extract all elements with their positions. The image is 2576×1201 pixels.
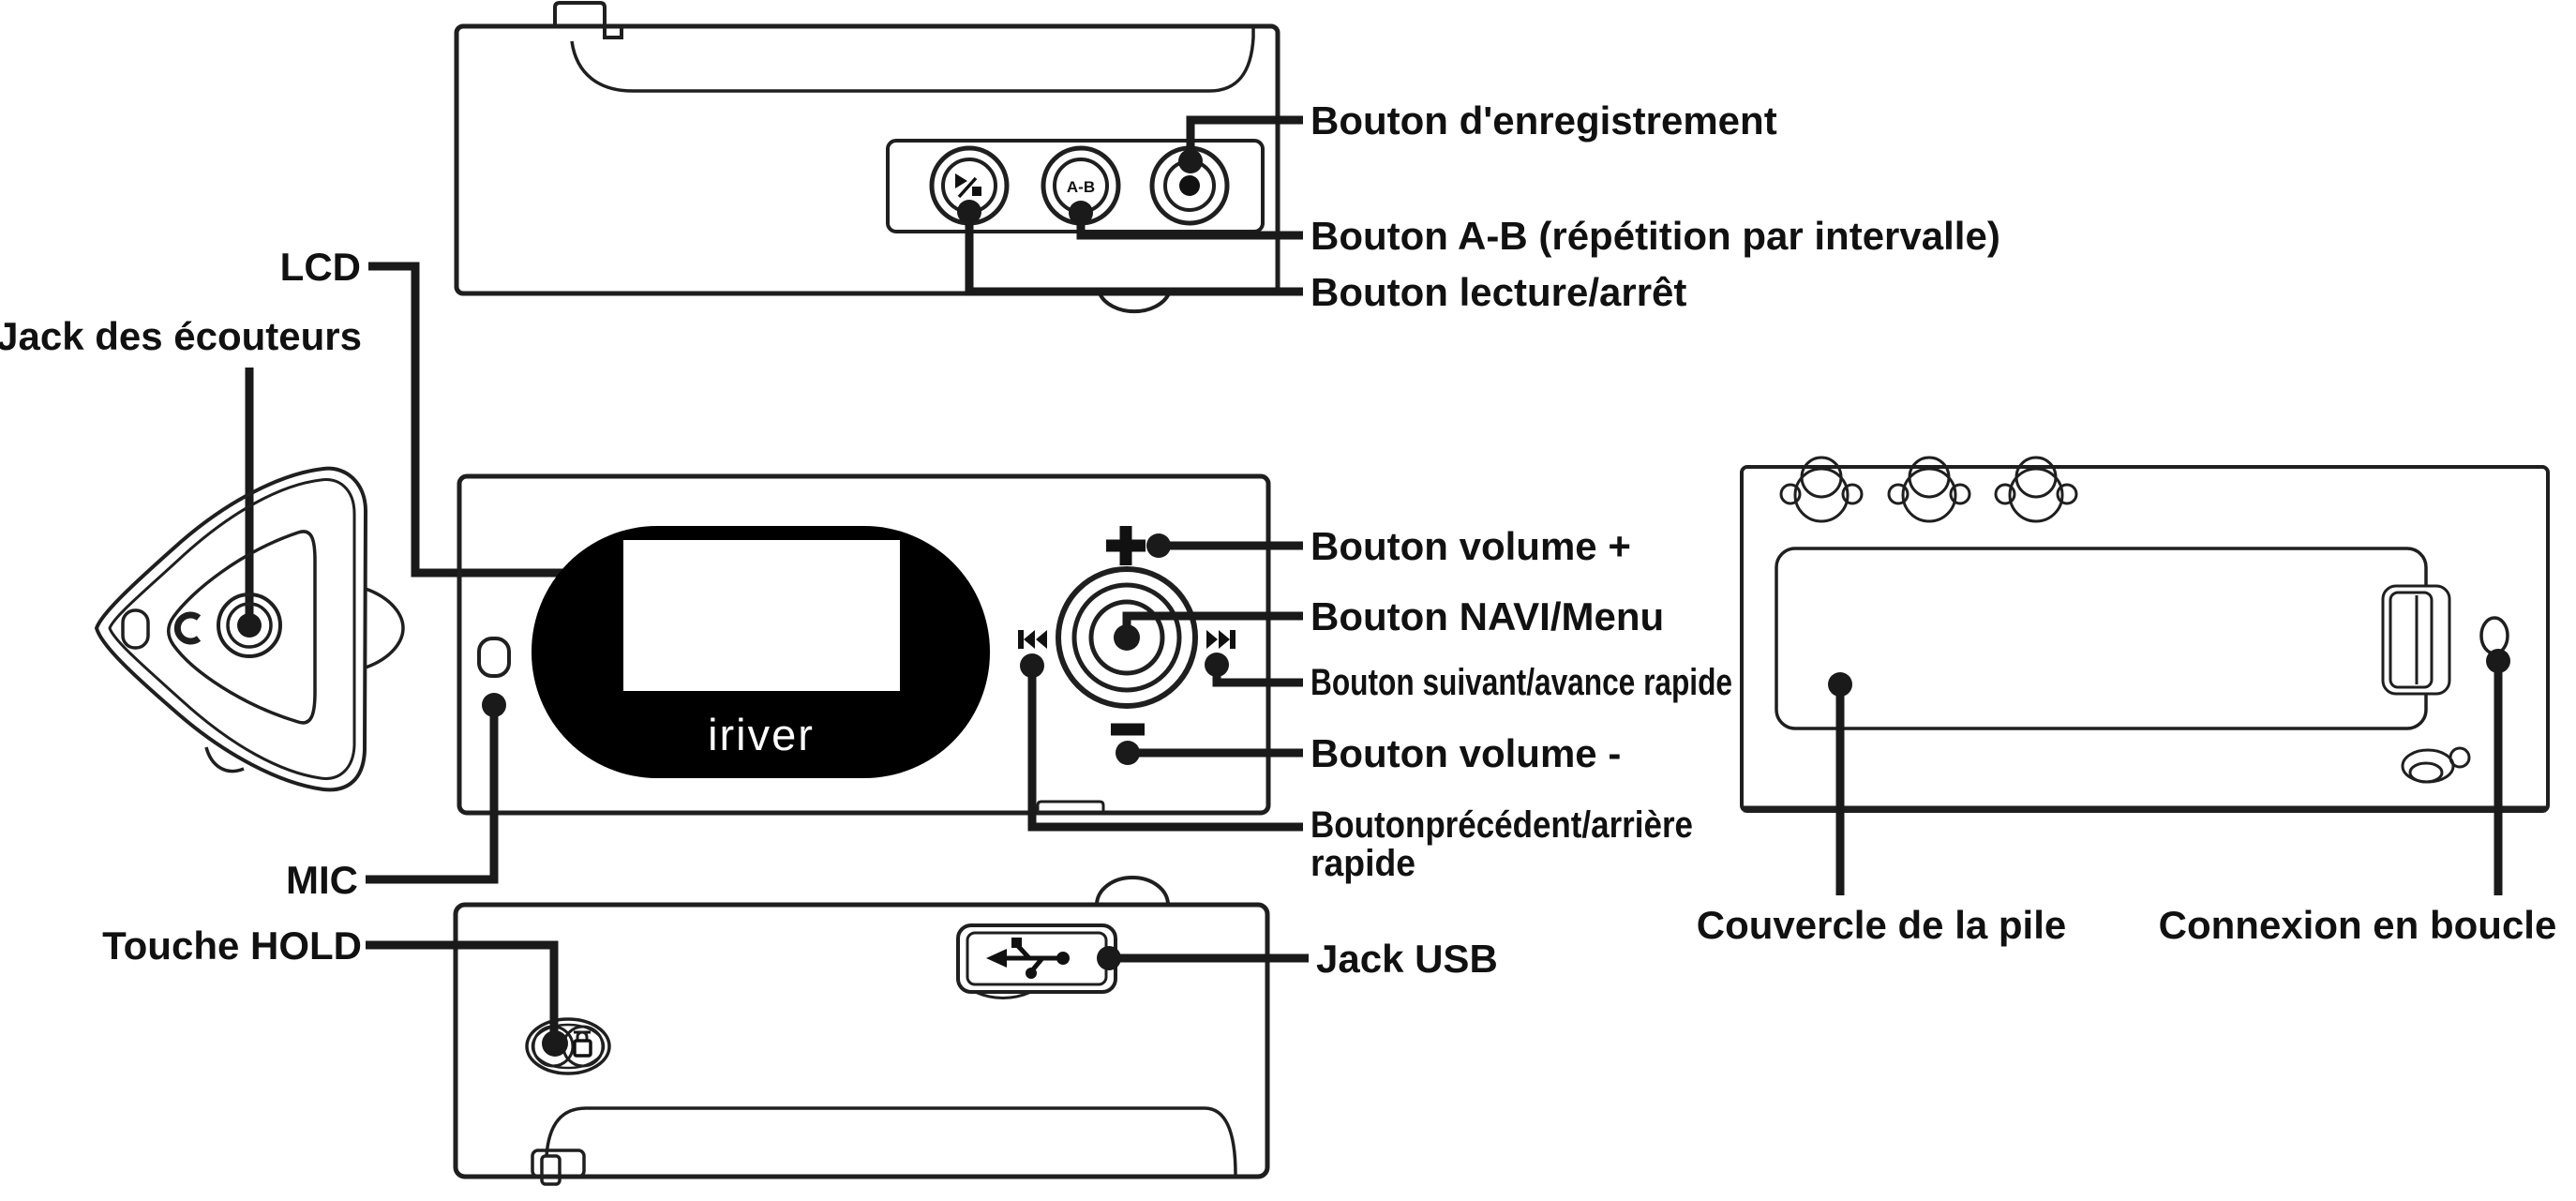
- prev-leader-dot: [1020, 653, 1044, 678]
- label-prev-rew-line1: Boutonprécédent/arrière: [1310, 804, 1693, 846]
- knob-2: [1887, 456, 1971, 523]
- label-volume-up: Bouton volume +: [1310, 524, 1631, 568]
- earphone-symbol-icon: [173, 611, 202, 645]
- top-view: A-B: [454, 1, 1303, 314]
- top-knobs: [1779, 456, 2078, 523]
- next-leader-dot: [1205, 653, 1229, 677]
- label-hold: Touche HOLD: [102, 923, 362, 968]
- volume-up-leader-dot: [1146, 533, 1171, 558]
- navi-wheel-middle-ring: [1071, 582, 1182, 693]
- stop-icon: [972, 187, 981, 196]
- label-lcd: LCD: [280, 245, 361, 289]
- side-view: [94, 466, 405, 792]
- bottom-view-body: [453, 902, 1270, 1179]
- brand-logo: iriver: [708, 710, 815, 759]
- top-view-recess-line: [570, 28, 1255, 93]
- side-view-bottom-bump: [204, 746, 245, 773]
- label-loop-connection: Connexion en boucle: [2159, 903, 2557, 947]
- bottom-view: [366, 876, 1309, 1186]
- play-stop-leader-dot: [957, 200, 981, 224]
- navi-wheel: [1056, 566, 1198, 709]
- side-view-right-bump: [365, 587, 405, 669]
- side-view-face-panel: [167, 530, 317, 725]
- navi-wheel-outer-ring: [1056, 566, 1198, 709]
- volume-up-icon: [1106, 526, 1146, 565]
- play-stop-slash: [957, 176, 978, 199]
- top-view-clasp-notch: [553, 1, 623, 39]
- front-view-body: [457, 473, 1271, 816]
- earphone-jack-outer-ring: [217, 593, 282, 658]
- record-icon: [1179, 175, 1200, 196]
- play-icon: [955, 173, 967, 188]
- next-leader-line: [1212, 665, 1303, 687]
- record-leader-line: [1186, 115, 1303, 161]
- side-view-inner-outline: [108, 478, 356, 780]
- usb-port-notch: [974, 990, 1032, 999]
- knob-3: [1994, 456, 2078, 523]
- top-view-bottom-bump: [1098, 293, 1171, 314]
- hold-switch-outer-ring: [525, 1017, 611, 1075]
- skip-back-icon: [1018, 630, 1047, 649]
- volume-down-leader-dot: [1116, 741, 1140, 765]
- bottom-view-top-bump: [1095, 876, 1170, 906]
- usb-icon: [986, 938, 1070, 979]
- front-view: iriver: [366, 473, 1303, 884]
- label-play-stop: Bouton lecture/arrêt: [1310, 270, 1686, 314]
- navi-leader-line: [1122, 611, 1303, 634]
- label-earphone-jack: Jack des écouteurs: [0, 314, 362, 358]
- navi-leader-dot: [1114, 624, 1140, 651]
- label-volume-down: Bouton volume -: [1310, 731, 1621, 775]
- ab-leader-dot: [1069, 201, 1093, 225]
- record-leader-dot: [1178, 149, 1203, 173]
- label-mic: MIC: [286, 858, 358, 902]
- label-prev-rew-line2: rapide: [1310, 843, 1415, 884]
- label-battery-cover: Couvercle de la pile: [1697, 903, 2067, 947]
- side-view-slot: [121, 608, 150, 650]
- ab-button-glyph: A-B: [1067, 178, 1095, 196]
- lock-icon: [573, 1030, 592, 1058]
- skip-forward-icon: [1206, 630, 1236, 649]
- label-navi-menu: Bouton NAVI/Menu: [1310, 594, 1664, 638]
- play-stop-leader-line: [965, 212, 1303, 296]
- mic-hole: [477, 637, 511, 678]
- top-button-panel: [886, 139, 1265, 233]
- lcd-leader-line: [368, 262, 651, 578]
- earphone-jack-leader-dot: [237, 613, 262, 638]
- hold-switch: [525, 1017, 611, 1075]
- navi-wheel-inner-ring: [1088, 599, 1165, 676]
- battery-door-seam: [545, 1106, 1237, 1176]
- mic-leader-line: [366, 705, 499, 884]
- usb-port: [956, 923, 1309, 999]
- battery-cover-latch: [2381, 584, 2451, 696]
- back-view: [1740, 456, 2550, 895]
- battery-cover: [1775, 547, 2428, 730]
- label-next-ff: Bouton suivant/avance rapide: [1310, 662, 1732, 703]
- label-ab-repeat: Bouton A-B (répétition par intervalle): [1310, 214, 2000, 258]
- prev-leader-line: [1027, 666, 1303, 832]
- loop-connection-hole: [2479, 616, 2509, 655]
- earphone-jack-inner-ring: [226, 602, 273, 649]
- lcd-screen: [623, 540, 900, 691]
- knob-1: [1779, 456, 1864, 523]
- top-view-body: [454, 23, 1281, 296]
- label-record: Bouton d'enregistrement: [1310, 98, 1777, 143]
- hold-leader-line: [366, 940, 559, 1043]
- loop-fastener: [2401, 746, 2471, 784]
- battery-door-latch-tab: [540, 1154, 562, 1186]
- front-view-bottom-tab: [1036, 800, 1105, 813]
- side-view-outer-outline: [94, 466, 368, 792]
- label-usb-jack: Jack USB: [1316, 937, 1498, 981]
